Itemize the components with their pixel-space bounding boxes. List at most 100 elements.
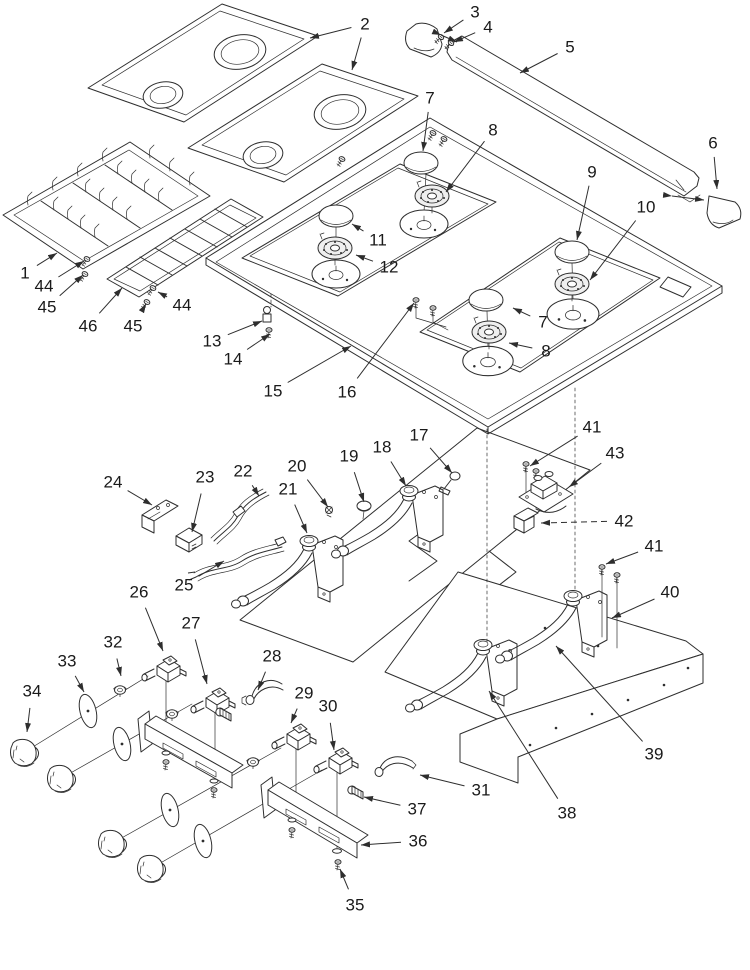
callout-label-42: 42 [615,512,634,531]
callout-leader-43 [568,462,602,488]
callout-leader-16 [356,302,415,379]
callout-leader-34 [25,707,32,733]
callout-leader-30 [329,722,336,751]
callout-leader-25 [198,560,225,577]
callout-leader-5 [519,53,558,74]
callout-label-28: 28 [263,647,282,666]
callout-leader-3 [443,19,464,34]
callout-leader-1 [36,252,58,267]
callout-leader-7 [512,307,531,317]
callout-label-23: 23 [196,468,215,487]
callout-leader-11 [351,223,364,232]
callout-label-40: 40 [661,583,680,602]
callout-label-25: 25 [175,576,194,595]
callout-label-4: 4 [483,18,492,37]
callout-label-7: 7 [425,89,434,108]
callout-leader-22 [251,485,260,497]
callout-label-22: 22 [234,462,253,481]
callout-label-21: 21 [279,480,298,499]
callout-label-9: 9 [587,163,596,182]
callout-leader-6 [713,156,720,190]
callout-label-8: 8 [488,121,497,140]
callout-leader-37 [363,796,401,806]
callout-label-11: 11 [369,231,387,250]
callout-leader-2 [351,37,362,71]
igniter-and-small-parts [141,293,461,582]
callout-leader-28 [257,671,266,691]
callout-leader-40 [611,598,655,619]
callout-leader-2 [309,27,352,39]
callout-label-16: 16 [338,383,357,402]
callout-label-45: 45 [38,298,57,317]
burner-grate-left [2,141,211,270]
callout-leader-10 [589,220,637,281]
callout-label-12: 12 [380,258,399,277]
callout-leader-20 [306,479,329,508]
callout-label-1: 1 [20,264,29,283]
callout-label-41: 41 [583,418,602,437]
callout-leader-45 [59,274,84,297]
callout-label-37: 37 [408,800,427,819]
callout-label-44: 44 [173,296,192,315]
callout-label-18: 18 [373,438,392,457]
callout-label-38: 38 [558,804,577,823]
callout-leader-46 [98,287,123,314]
callout-leader-8 [508,341,533,349]
callout-leader-4 [453,32,476,43]
callout-leader-29 [290,708,298,724]
callout-leader-45 [138,303,147,314]
callout-leader-38 [488,690,559,799]
callout-leader-35 [339,868,349,890]
double-arrow [662,191,705,202]
callout-leader-33 [74,675,85,693]
callout-label-36: 36 [409,832,428,851]
callout-label-26: 26 [130,583,149,602]
callout-label-24: 24 [104,473,123,492]
callout-label-7: 7 [538,313,547,332]
callout-leader-42 [540,519,608,526]
callout-label-33: 33 [58,652,77,671]
callout-leader-17 [429,447,453,474]
callout-label-17: 17 [410,426,429,445]
callout-leader-18 [390,461,407,487]
callout-leader-7 [421,111,429,152]
glass-panels [87,3,419,183]
callout-label-31: 31 [472,781,491,800]
callout-label-3: 3 [470,3,479,22]
callout-label-6: 6 [708,134,717,153]
callout-label-32: 32 [104,633,123,652]
callout-leader-24 [127,490,153,506]
spark-module-group [513,461,621,649]
callout-label-29: 29 [295,684,314,703]
callout-label-30: 30 [319,697,338,716]
callout-leader-23 [191,493,202,533]
callout-label-15: 15 [264,382,283,401]
callout-label-8: 8 [541,342,550,361]
callout-label-20: 20 [288,457,307,476]
callout-label-5: 5 [565,38,574,57]
burner-grate-right [106,198,264,298]
callout-leader-39 [555,645,643,742]
projection-lines [486,387,576,645]
callout-label-19: 19 [340,447,359,466]
callout-leader-19 [353,472,365,503]
callout-leader-36 [360,841,402,848]
callout-label-13: 13 [203,332,222,351]
callout-leader-26 [144,607,164,652]
callout-leader-32 [116,658,122,677]
callout-label-46: 46 [79,317,98,336]
callout-label-14: 14 [224,350,243,369]
callout-leader-41 [605,551,639,565]
callout-label-39: 39 [645,745,664,764]
callout-leader-9 [576,185,590,241]
callout-leader-44 [157,291,168,299]
callout-leader-21 [294,504,308,534]
callout-label-35: 35 [346,896,365,915]
callout-leader-15 [287,345,352,383]
callout-leader-13 [227,320,263,336]
callout-label-27: 27 [182,614,201,633]
callout-leader-41 [529,435,578,467]
